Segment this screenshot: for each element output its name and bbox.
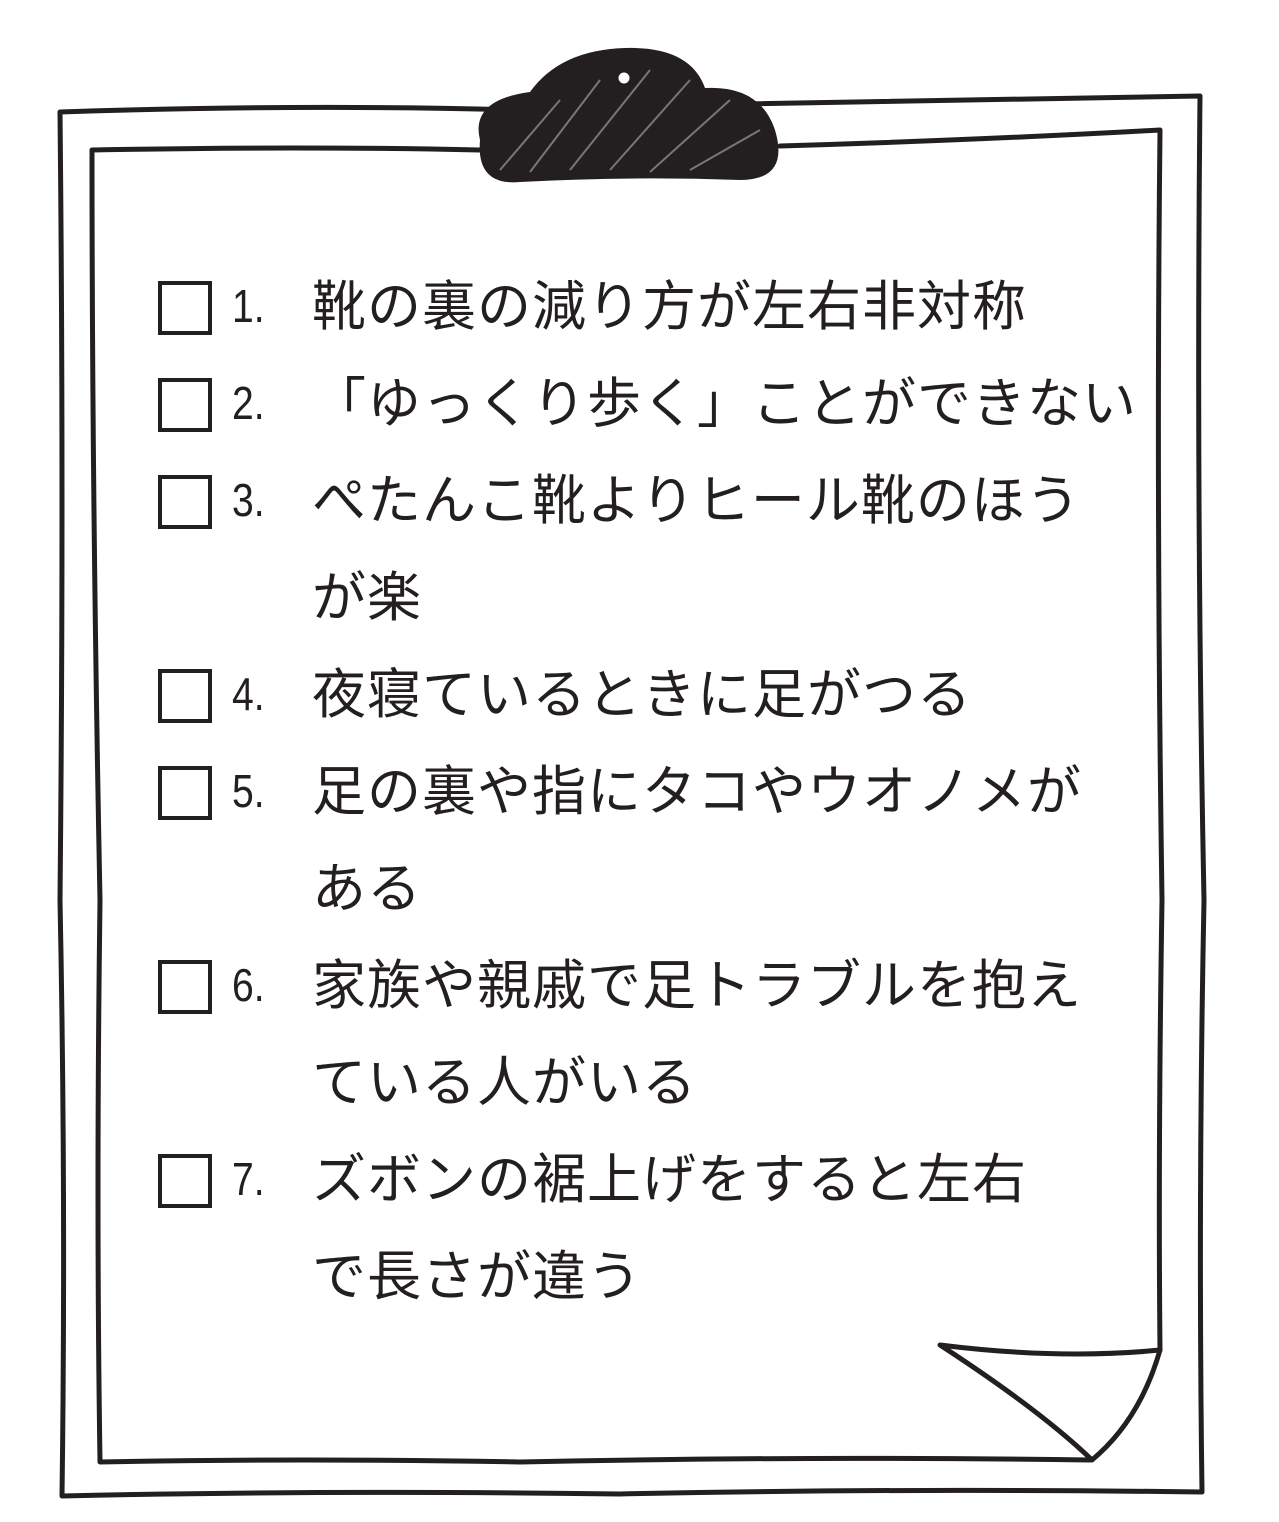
checklist-item: 5. 足の裏や指にタコやウオノメがある [158,743,1138,937]
checkbox[interactable] [158,960,212,1014]
checkbox[interactable] [158,378,212,432]
item-number: 4. [232,668,265,720]
item-text: 家族や親戚で足トラブルを抱え [312,954,1082,1017]
item-text: ぺたんこ靴よりヒール靴のほう [312,469,1081,532]
item-text: が楽 [312,566,422,629]
item-number: 5. [232,765,265,817]
checklist-item: 2. 「ゆっくり歩く」ことができない [158,355,1138,452]
item-number: 3. [232,474,265,526]
outer-paper-border [57,93,1207,1499]
item-text: 「ゆっくり歩く」ことができない [312,372,1137,435]
item-text: で長さが違う [312,1245,642,1308]
checkbox[interactable] [158,766,212,820]
checkbox[interactable] [158,1154,212,1208]
item-text: 足の裏や指にタコやウオノメが [312,760,1082,823]
checklist: 1. 靴の裏の減り方が左右非対称 2. 「ゆっくり歩く」ことができない 3. ぺたんこ靴よ… [158,258,1138,1325]
item-number: 1. [232,280,265,332]
page-curl [937,1342,1163,1463]
item-number: 6. [232,959,265,1011]
item-text: ている人がいる [312,1051,697,1114]
item-number: 2. [232,377,265,429]
item-text: ある [312,857,422,920]
checkbox[interactable] [158,669,212,723]
checkbox[interactable] [158,281,212,335]
checkbox[interactable] [158,475,212,529]
checklist-item: 7. ズボンの裾上げをすると左右で長さが違う [158,1131,1138,1325]
checklist-item: 4. 夜寝ているときに足がつる [158,646,1138,743]
item-text: 夜寝ているときに足がつる [312,663,972,726]
item-text: ズボンの裾上げをすると左右 [312,1148,1027,1211]
inner-paper-border [89,127,1165,1465]
checklist-item: 1. 靴の裏の減り方が左右非対称 [158,258,1138,355]
clip-icon [478,47,779,183]
item-text: 靴の裏の減り方が左右非対称 [312,275,1027,338]
checklist-item: 3. ぺたんこ靴よりヒール靴のほうが楽 [158,452,1138,646]
checklist-item: 6. 家族や親戚で足トラブルを抱えている人がいる [158,937,1138,1131]
item-number: 7. [232,1153,265,1205]
